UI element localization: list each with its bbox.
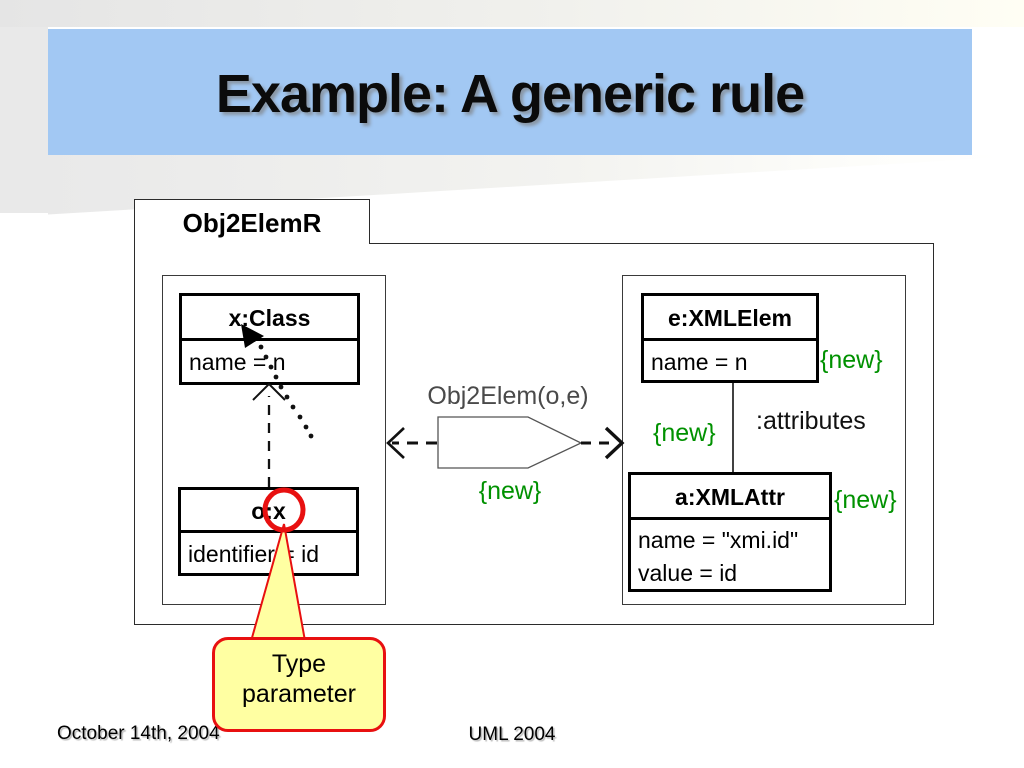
footer-conference: UML 2004 [468,724,556,745]
ox-title: o:x [181,490,356,533]
rule-frame-tab: Obj2ElemR [134,199,370,244]
footer-date: October 14th, 2004 [57,723,220,744]
exmlelem-title: e:XMLElem [644,296,816,341]
relation-new-constraint: {new} [478,477,542,505]
title-banner: Example: A generic rule [48,29,972,155]
ox-attribute: identifier = id [188,541,320,567]
edge-new-constraint: {new} [653,419,716,447]
object-box-axmlattr: a:XMLAttr name = "xmi.id" value = id [628,472,832,592]
object-box-exmlelem: e:XMLElem name = n [641,293,819,383]
elem-new-constraint: {new} [820,346,883,374]
slide-title: Example: A generic rule [215,64,805,124]
background-top-stripe [0,0,1024,27]
exmlelem-attribute: name = n [651,349,748,375]
class-box-xclass: x:Class name = n [179,293,360,385]
attributes-edge-label: :attributes [756,407,866,435]
background-left-stripe [0,27,48,213]
object-box-ox: o:x identifier = id [178,487,359,576]
axmlattr-title: a:XMLAttr [631,475,829,520]
callout-line-2: parameter [242,680,356,708]
callout-line-1: Type [271,650,327,678]
axmlattr-attributes: name = "xmi.id" value = id [631,520,829,594]
xclass-title: x:Class [182,296,357,341]
relation-label: Obj2Elem(o,e) [427,382,589,410]
axmlattr-attribute-name: name = "xmi.id" [638,527,799,553]
rule-frame-label: Obj2ElemR [182,208,322,238]
xclass-attribute: name = n [189,349,286,375]
attr-new-constraint: {new} [834,486,897,514]
axmlattr-attribute-value: value = id [638,560,738,586]
type-parameter-callout: Type parameter [212,637,386,732]
